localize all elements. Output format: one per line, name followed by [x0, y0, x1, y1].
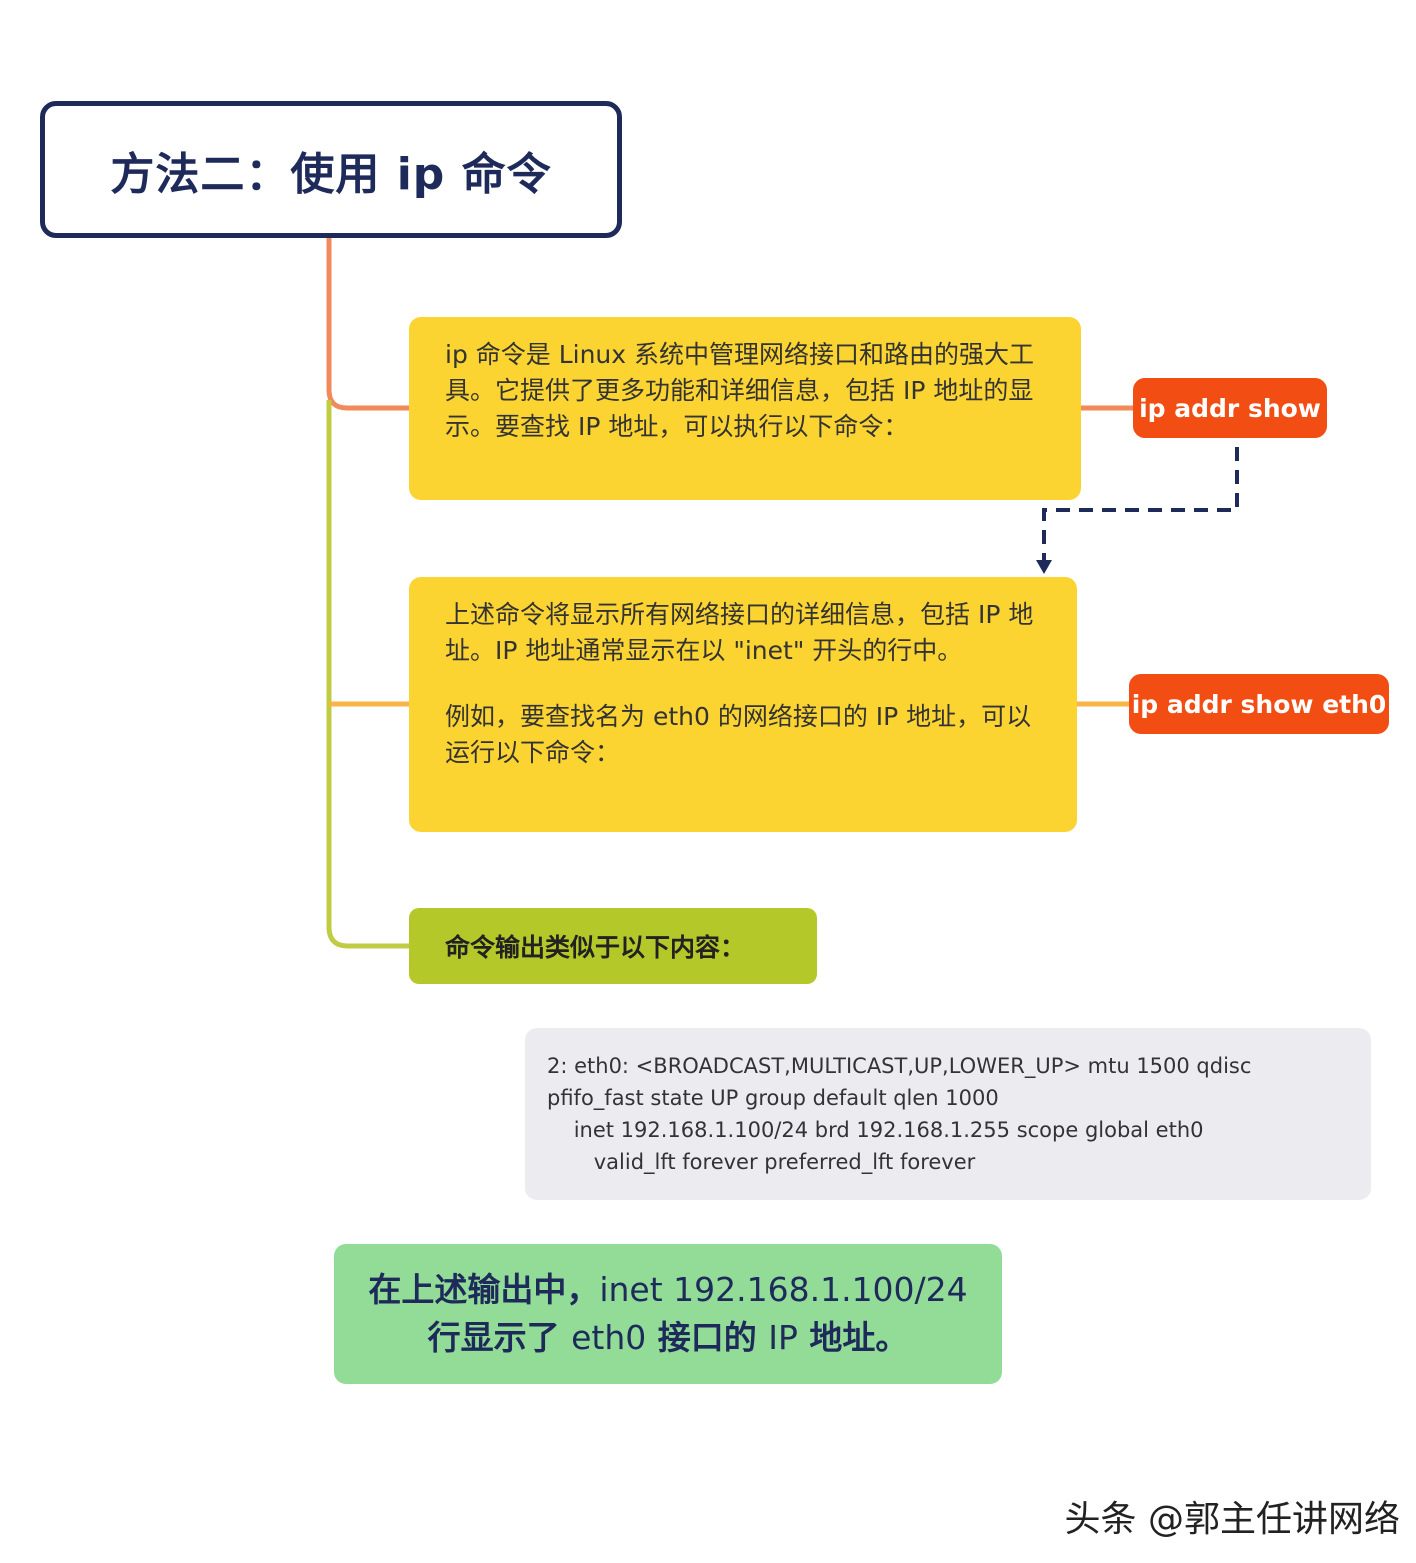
watermark: 头条 @郭主任讲网络: [1064, 1499, 1400, 1540]
command-text: ip addr show: [1139, 393, 1321, 423]
command-chip-ip-addr-show: ip addr show: [1133, 378, 1327, 438]
page-title: 方法二：使用 ip 命令: [110, 148, 552, 200]
output-label: 命令输出类似于以下内容：: [409, 908, 817, 984]
code-line: inet 192.168.1.100/24 brd 192.168.1.255 …: [547, 1118, 1204, 1142]
code-output-box: 2: eth0: <BROADCAST,MULTICAST,UP,LOWER_U…: [525, 1028, 1371, 1200]
result-line2-bold2: 接口的: [646, 1318, 769, 1357]
note-output-description: 上述命令将显示所有网络接口的详细信息，包括 IP 地址。IP 地址通常显示在以 …: [409, 577, 1077, 832]
code-line: 2: eth0: <BROADCAST,MULTICAST,UP,LOWER_U…: [547, 1054, 1252, 1078]
note1-text: ip 命令是 Linux 系统中管理网络接口和路由的强大工具。它提供了更多功能和…: [445, 340, 1035, 441]
result-box: 在上述输出中，inet 192.168.1.100/24 行显示了 eth0 接…: [334, 1244, 1002, 1384]
result-line2-bold3: 地址。: [797, 1318, 909, 1357]
trunk-olive: [326, 400, 409, 949]
code-line: valid_lft forever preferred_lft forever: [547, 1150, 976, 1174]
result-line2-bold1: 行显示了: [427, 1318, 572, 1357]
command-text: ip addr show eth0: [1131, 689, 1387, 719]
arrow-head: [1036, 560, 1052, 574]
result-line1-bold: 在上述输出中，: [368, 1270, 600, 1309]
title-box: 方法二：使用 ip 命令: [40, 101, 622, 238]
note2-para1: 上述命令将显示所有网络接口的详细信息，包括 IP 地址。IP 地址通常显示在以 …: [445, 600, 1034, 665]
code-line: pfifo_fast state UP group default qlen 1…: [547, 1086, 999, 1110]
result-line-2: 行显示了 eth0 接口的 IP 地址。: [428, 1314, 909, 1362]
result-line-1: 在上述输出中，inet 192.168.1.100/24: [368, 1266, 967, 1314]
trunk-orange: [326, 238, 409, 411]
output-label-text: 命令输出类似于以下内容：: [445, 933, 746, 962]
command-chip-ip-addr-show-eth0: ip addr show eth0: [1129, 674, 1389, 734]
note-ip-command-intro: ip 命令是 Linux 系统中管理网络接口和路由的强大工具。它提供了更多功能和…: [409, 317, 1081, 500]
note2-para2: 例如，要查找名为 eth0 的网络接口的 IP 地址，可以运行以下命令：: [445, 702, 1032, 767]
result-line2-normal1: eth0: [571, 1318, 647, 1357]
result-line1-normal: inet 192.168.1.100/24: [599, 1270, 968, 1309]
result-line2-normal2: IP: [768, 1318, 798, 1357]
